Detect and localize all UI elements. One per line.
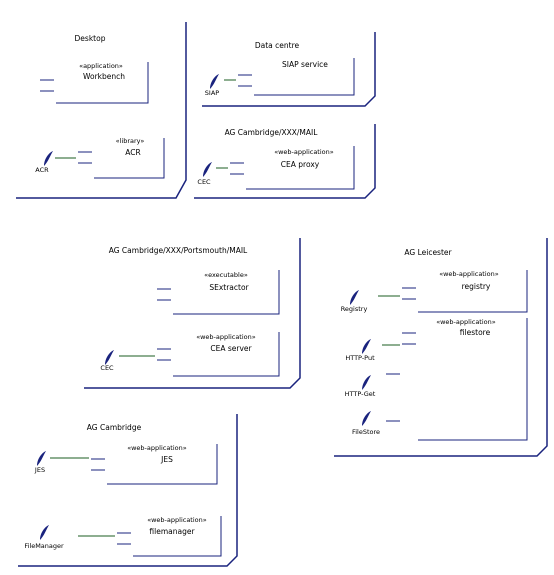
interface-label: CEC (100, 364, 114, 372)
component-cea-server: «web-application» CEA server (157, 332, 280, 377)
interface-cea-server: CEC (100, 350, 155, 372)
component-name: Workbench (83, 72, 125, 81)
interface-icon (203, 162, 212, 177)
interface-icon (362, 339, 371, 354)
interface-icon (44, 151, 53, 166)
interface-label: Registry (341, 305, 368, 313)
interface-icon (350, 290, 359, 305)
interface-label: HTTP-Put (345, 354, 375, 362)
interface-label: HTTP-Get (345, 390, 376, 398)
component-sextractor: «executable» SExtractor (157, 270, 280, 315)
component-siap-service: SIAP service (238, 58, 355, 96)
component-name: SIAP service (282, 60, 328, 69)
component-name: CEA proxy (281, 160, 320, 169)
interface-icon (362, 411, 371, 426)
node-label: AG Cambridge (87, 423, 142, 432)
interface-label: JES (34, 466, 45, 474)
interface-icon (37, 451, 46, 466)
node-label: Data centre (255, 41, 300, 50)
interface-icon (105, 350, 114, 365)
interface-label: ACR (35, 166, 49, 174)
component-workbench: «application» Workbench (40, 62, 149, 104)
stereotype-label: «web-application» (274, 148, 334, 156)
node-data-centre: Data centre SIAP service SIAP (202, 32, 376, 107)
stereotype-label: «web-application» (127, 444, 187, 452)
component-name: JES (160, 455, 173, 464)
component-name: CEA server (210, 344, 252, 353)
interface-label: FileManager (24, 542, 64, 550)
node-label: Desktop (75, 34, 106, 43)
component-name: registry (462, 282, 491, 291)
interface-label: SIAP (205, 89, 219, 97)
interface-registry: Registry (341, 290, 400, 313)
interface-jes: JES (34, 451, 89, 474)
stereotype-label: «executable» (204, 271, 248, 279)
interface-icon (362, 375, 371, 390)
interface-cea-proxy: CEC (197, 162, 228, 186)
component-acr-library: «library» ACR (78, 137, 165, 179)
interface-icon (40, 525, 49, 540)
node-ag-cambridge: AG Cambridge «web-application» JES «web-… (18, 414, 238, 567)
interface-label: CEC (197, 178, 211, 186)
stereotype-label: «web-application» (196, 333, 256, 341)
node-ag-leicester: AG Leicester «web-application» registry … (334, 238, 548, 457)
node-ag-cambridge-portsmouth: AG Cambridge/XXX/Portsmouth/MAIL «execut… (84, 238, 301, 389)
component-name: ACR (125, 148, 140, 157)
component-name: filemanager (149, 527, 195, 536)
interface-filemanager: FileManager (24, 525, 115, 550)
component-name: filestore (460, 328, 491, 337)
node-desktop: Desktop «application» Workbench «library… (16, 22, 187, 199)
component-filestore: «web-application» filestore (386, 318, 528, 441)
interface-siap: SIAP (205, 74, 236, 97)
node-ag-cambridge-mail: AG Cambridge/XXX/MAIL «web-application» … (194, 124, 376, 199)
component-name: SExtractor (209, 283, 249, 292)
interface-label: FileStore (352, 428, 380, 436)
node-label: AG Leicester (404, 248, 452, 257)
interface-icon (210, 74, 219, 89)
stereotype-label: «application» (79, 62, 123, 70)
interface-acr: ACR (35, 151, 76, 174)
node-label: AG Cambridge/XXX/Portsmouth/MAIL (109, 246, 248, 255)
interface-http-get: HTTP-Get (345, 375, 376, 398)
stereotype-label: «web-application» (439, 270, 499, 278)
component-jes: «web-application» JES (91, 444, 218, 485)
stereotype-label: «web-application» (147, 516, 207, 524)
stereotype-label: «web-application» (436, 318, 496, 326)
component-registry: «web-application» registry (402, 270, 528, 313)
component-filemanager: «web-application» filemanager (117, 516, 222, 557)
stereotype-label: «library» (116, 137, 145, 145)
component-cea-proxy: «web-application» CEA proxy (230, 146, 355, 190)
node-label: AG Cambridge/XXX/MAIL (225, 128, 319, 137)
interface-filestore: FileStore (352, 411, 380, 436)
interface-http-put: HTTP-Put (345, 339, 400, 362)
